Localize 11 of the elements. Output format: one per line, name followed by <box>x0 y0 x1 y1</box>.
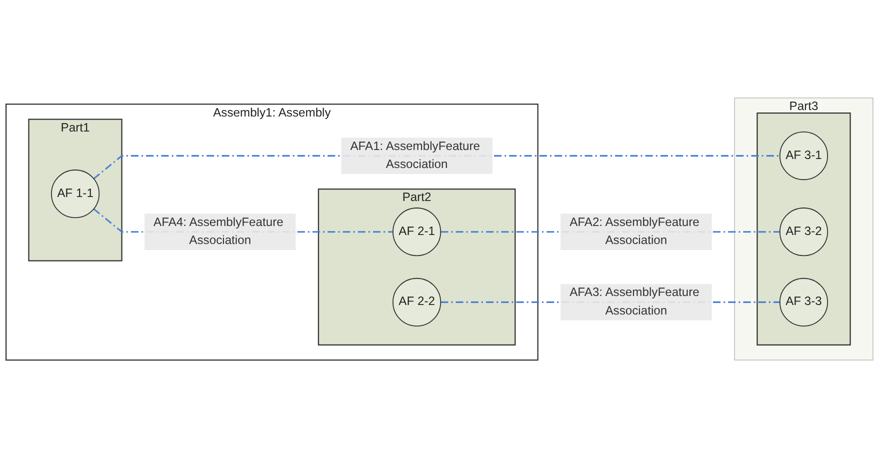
node-circle: AF 2-1 <box>392 208 442 256</box>
edge-label: AFA3: AssemblyFeature Association <box>570 286 700 318</box>
node-circle: AF 2-2 <box>392 278 442 326</box>
edge-label: AFA1: AssemblyFeature Association <box>350 140 480 171</box>
edge-label: AFA2: AssemblyFeature Association <box>570 216 700 247</box>
node-circle: AF 1-1 <box>50 170 100 218</box>
node-circle: AF 3-2 <box>779 208 828 256</box>
node-circle: AF 3-3 <box>779 278 828 326</box>
node-circle: AF 3-1 <box>779 132 828 180</box>
edge-label: AFA4: AssemblyFeature Association <box>154 216 284 247</box>
cluster <box>756 112 851 346</box>
